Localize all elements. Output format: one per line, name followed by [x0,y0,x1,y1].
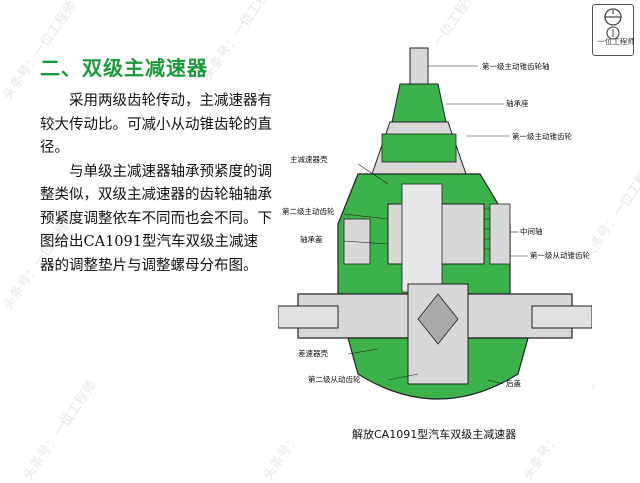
body-text: 采用两级齿轮传动，主减速器有较大传动比。可减小从动锥齿轮的直径。 与单级主减速器… [40,90,272,278]
label-second-drive-gear: 第二级主动齿轮 [282,206,335,216]
page-title: 二、双级主减速器 [40,56,208,80]
brand-logo [592,4,634,56]
label-bearing-cover: 轴承盖 [300,234,323,244]
label-first-drive-bevel-shaft: 第一级主动锥齿轮轴 [482,61,550,71]
brand-name: 一位工程师 [597,37,635,46]
watermark: 头条号：一位工程师 [20,378,100,483]
label-bearing-seat: 轴承座 [506,98,529,108]
label-first-driven-gear: 第一级从动锥齿轮 [530,250,590,260]
label-intermediate-shaft: 中间轴 [520,226,543,236]
watermark: 头条号：一位工程师 [200,0,280,83]
engineer-logo-icon [604,8,622,40]
paragraph-1: 采用两级齿轮传动，主减速器有较大传动比。可减小从动锥齿轮的直径。 [40,93,272,156]
label-reducer-housing: 主减速器壳 [290,154,328,164]
label-differential-housing: 差速器壳 [298,348,328,358]
label-second-driven-gear: 第二级从动齿轮 [308,374,361,384]
label-rear-cover: 后盖 [506,378,521,388]
figure-caption: 解放CA1091型汽车双级主减速器 [352,428,517,441]
label-first-drive-bevel-gear: 第一级主动锥齿轮 [512,131,572,141]
reducer-diagram: 第一级主动锥齿轮轴 轴承座 第一级主动锥齿轮 主减速器壳 第二级主动齿轮 轴承盖… [278,44,592,440]
paragraph-2: 与单级主减速器轴承预紧度的调整类似，双级主减速器的齿轮轴轴承预紧度调整依车不同而… [40,163,272,274]
